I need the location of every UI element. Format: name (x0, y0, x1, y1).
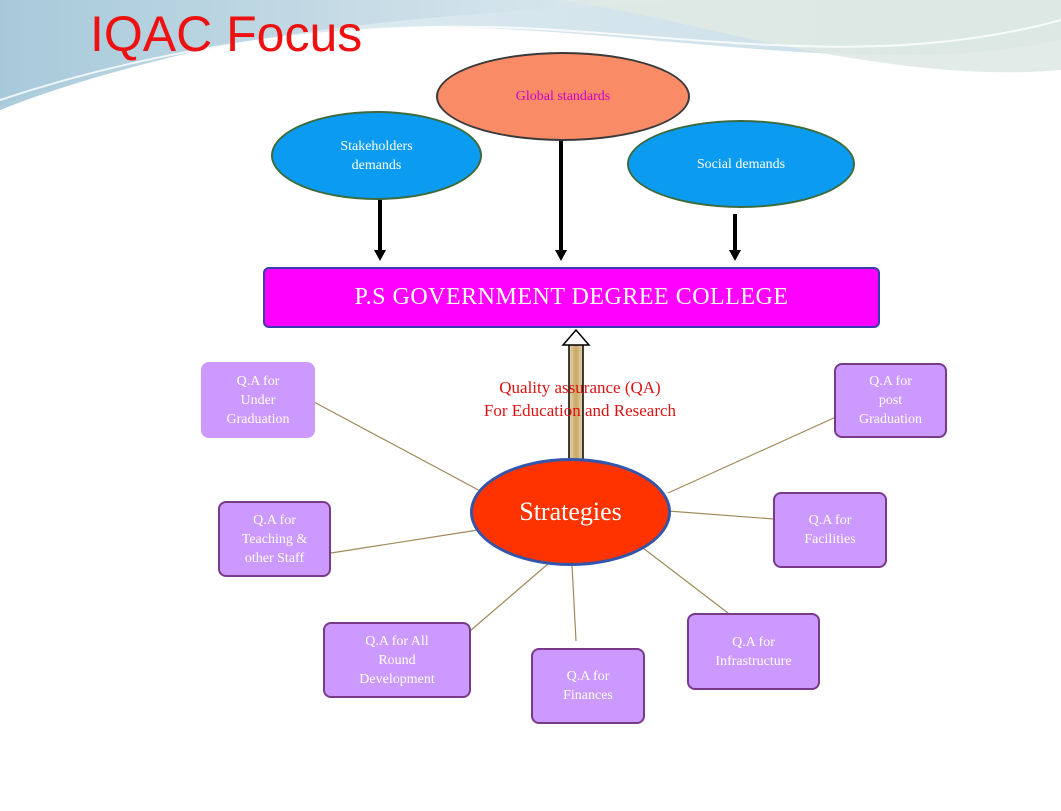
connector-infrastructure (642, 547, 742, 624)
connector-post-graduation (667, 416, 837, 494)
connector-teaching-staff (330, 529, 479, 554)
qa-infrastructure-box: Q.A for Infrastructure (687, 613, 820, 690)
header-swoosh-right (560, 0, 1061, 73)
college-banner: P.S GOVERNMENT DEGREE COLLEGE (263, 267, 880, 328)
qa-teaching-staff-box: Q.A for Teaching & other Staff (218, 501, 331, 577)
header-swoosh-line (0, 19, 1061, 101)
qa-post-graduation-box: Q.A for post Graduation (834, 363, 947, 438)
quality-assurance-text: Quality assurance (QA) For Education and… (440, 376, 720, 422)
quality-assurance-line2: For Education and Research (483, 401, 677, 420)
social-demands-label: Social demands (696, 156, 786, 172)
social-demands-ellipse: Social demands (627, 120, 855, 208)
qa-facilities-box: Q.A for Facilities (773, 492, 887, 568)
qa-all-round-development-box: Q.A for All Round Development (323, 622, 471, 698)
arrow-global (555, 140, 567, 261)
header-swoosh-front (0, 0, 700, 110)
arrow-stakeholders (374, 198, 386, 261)
connector-under-graduation (313, 401, 485, 494)
page-title: IQAC Focus (90, 6, 363, 62)
stakeholders-demands-label: Stakeholders demands (340, 138, 413, 173)
arrow-social (729, 214, 741, 261)
global-standards-label: Global standards (515, 88, 611, 104)
quality-assurance-line1: Quality assurance (QA) (499, 378, 661, 397)
arrow-strategies-to-college (561, 328, 591, 469)
global-standards-ellipse: Global standards (436, 52, 690, 141)
connector-finances (571, 564, 577, 642)
stakeholders-demands-ellipse: Stakeholders demands (271, 111, 482, 200)
connector-all-round (469, 562, 550, 632)
connector-facilities (667, 510, 775, 520)
strategies-label: Strategies (519, 497, 622, 526)
qa-under-graduation-box: Q.A for Under Graduation (201, 362, 315, 438)
qa-finances-box: Q.A for Finances (531, 648, 645, 724)
strategies-ellipse: Strategies (470, 458, 671, 566)
